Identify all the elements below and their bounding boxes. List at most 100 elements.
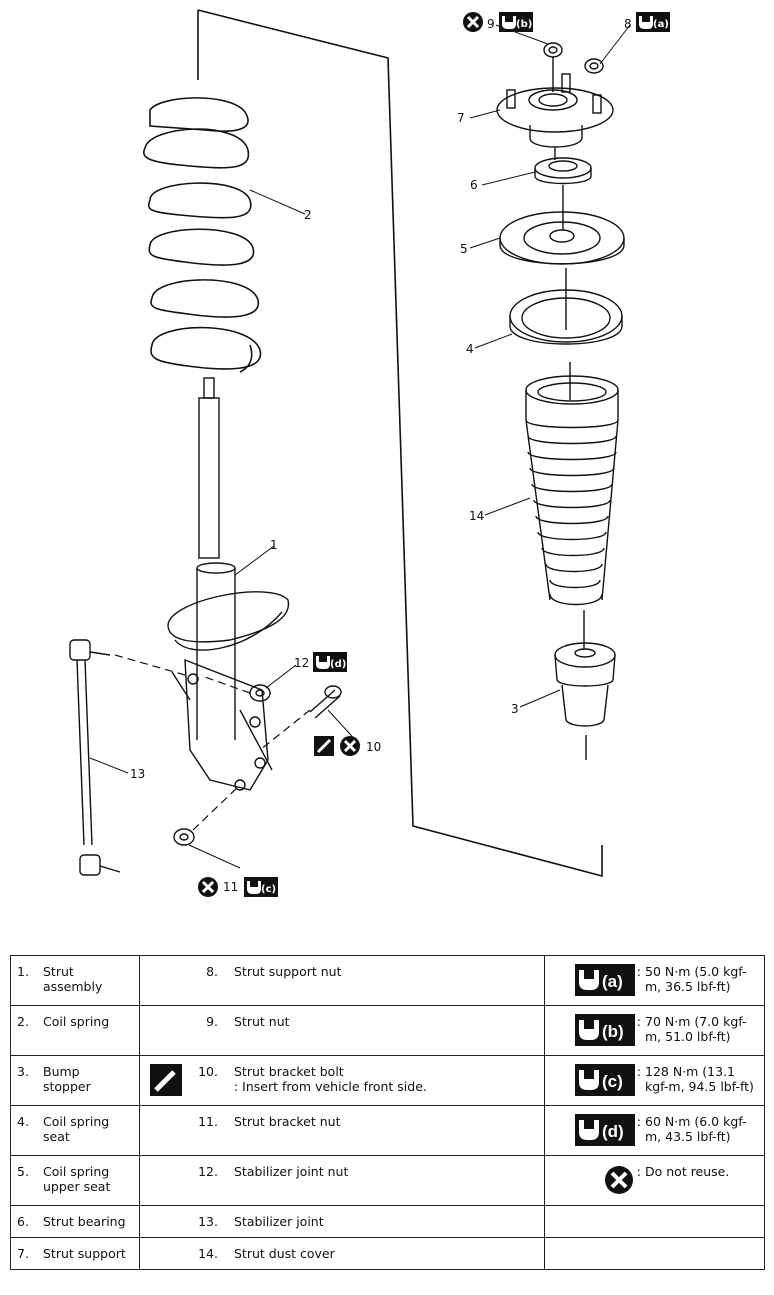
no-reuse-icon [604, 1166, 633, 1194]
no-reuse-icon [196, 875, 220, 899]
part-number: 1. [17, 964, 29, 979]
legend-cell: 3. Bump stopper [10, 1055, 140, 1106]
torque-wrench-icon: (d) [574, 1114, 635, 1146]
no-reuse-icon [461, 10, 485, 34]
callout-11: 11 [223, 880, 238, 894]
part-note: : Insert from vehicle front side. [234, 1079, 427, 1094]
legend-cell: 4.Coil spring seat [10, 1105, 140, 1156]
legend-symbol-cell: (d): [544, 1105, 641, 1156]
callout-14: 14 [469, 509, 484, 523]
part-name: Strut bracket nut [234, 1114, 341, 1129]
part-number: 3. [17, 1064, 29, 1079]
part-number: 8. [206, 964, 218, 979]
part-name: Coil spring [43, 1014, 110, 1029]
legend-spec-cell: 128 N·m (13.1 kgf-m, 94.5 lbf-ft) [641, 1055, 765, 1106]
torque-mark-b: (b) [516, 19, 532, 30]
colon: : [636, 1164, 641, 1179]
legend-cell: 12. Stabilizer joint nut [139, 1155, 545, 1206]
svg-text:(d): (d) [602, 1122, 624, 1141]
part-number: 2. [17, 1014, 29, 1029]
part-name: Bump stopper [43, 1064, 91, 1094]
legend-cell: 6. Strut bearing [10, 1205, 140, 1238]
part-number: 11. [198, 1114, 218, 1129]
part-number: 14. [198, 1246, 218, 1261]
callout-5: 5 [460, 242, 468, 256]
callout-6: 6 [470, 178, 478, 192]
legend-spec-cell: 60 N·m (6.0 kgf-m, 43.5 lbf-ft) [641, 1105, 765, 1156]
legend-cell: 10.Strut bracket bolt: Insert from vehic… [139, 1055, 545, 1106]
legend-cell: 1. Strut assembly [10, 955, 140, 1006]
legend-cell: 7. Strut support [10, 1237, 140, 1270]
stabilizer-joint [69, 639, 121, 876]
legend-spec-cell [641, 1205, 765, 1238]
part-number: 9. [206, 1014, 218, 1029]
part-name: Strut bracket bolt [234, 1064, 344, 1079]
torque-spec: 70 N·m (7.0 kgf-m, 51.0 lbf-ft) [645, 1014, 747, 1044]
torque-mark-d: (d) [330, 659, 346, 670]
strut-nut [543, 42, 563, 92]
callout-12: 12 [294, 656, 309, 670]
legend-row: 4.Coil spring seat 11. Strut bracket nut (d… [10, 1105, 765, 1156]
callout-3: 3 [511, 702, 519, 716]
legend-symbol-cell [544, 1237, 641, 1270]
apply-grease-icon [314, 736, 334, 756]
torque-mark-a: (a) [653, 19, 669, 30]
assembly-outline [197, 9, 603, 878]
legend-cell: 5.Coil spring upper seat [10, 1155, 140, 1206]
legend-spec-cell: 70 N·m (7.0 kgf-m, 51.0 lbf-ft) [641, 1005, 765, 1056]
colon: : [636, 1014, 641, 1029]
part-number: 4. [17, 1114, 29, 1129]
part-name: Strut bearing [43, 1214, 126, 1229]
legend-symbol-cell: (c): [544, 1055, 641, 1106]
callout-4: 4 [466, 342, 474, 356]
strut-bracket-bolt [309, 685, 342, 719]
part-name: Strut dust cover [234, 1246, 335, 1261]
callout-1: 1 [270, 538, 278, 552]
callout-10: 10 [366, 740, 381, 754]
coil-spring-seat [509, 289, 623, 400]
legend-row: 2. Coil spring 9. Strut nut (b):70 N·m (7.0 … [10, 1005, 765, 1056]
part-name: Stabilizer joint [234, 1214, 324, 1229]
legend-row: 5.Coil spring upper seat 12. Stabilizer jo… [10, 1155, 765, 1206]
part-number: 12. [198, 1164, 218, 1179]
torque-spec: 60 N·m (6.0 kgf-m, 43.5 lbf-ft) [645, 1114, 747, 1144]
legend-spec-cell: Do not reuse. [641, 1155, 765, 1206]
colon: : [636, 1114, 641, 1129]
torque-spec: 50 N·m (5.0 kgf-m, 36.5 lbf-ft) [645, 964, 747, 994]
strut-bracket-nut [173, 828, 195, 846]
part-number: 7. [17, 1246, 29, 1261]
svg-text:(c): (c) [602, 1072, 623, 1091]
legend-row: 1. Strut assembly 8. Strut support nut (a):5… [10, 955, 765, 1006]
callout-13: 13 [130, 767, 145, 781]
no-reuse-note: Do not reuse. [645, 1164, 730, 1179]
part-name: Strut support nut [234, 964, 342, 979]
part-name: Strut nut [234, 1014, 290, 1029]
legend-cell: 14. Strut dust cover [139, 1237, 545, 1270]
strut-support [496, 73, 614, 160]
callout-2: 2 [304, 208, 312, 222]
stabilizer-joint-nut [249, 684, 271, 702]
part-name: Stabilizer joint nut [234, 1164, 349, 1179]
legend-symbol-cell [544, 1205, 641, 1238]
legend-spec-cell: 50 N·m (5.0 kgf-m, 36.5 lbf-ft) [641, 955, 765, 1006]
legend-row: 7. Strut support 14. Strut dust cover [10, 1237, 765, 1270]
svg-text:(b): (b) [602, 1022, 624, 1041]
legend-cell: 2. Coil spring [10, 1005, 140, 1056]
apply-grease-icon [150, 1064, 182, 1096]
part-name: Strut support [43, 1246, 126, 1261]
coil-spring-upper-seat [499, 211, 625, 330]
part-name: Strut assembly [43, 964, 103, 994]
no-reuse-icon [338, 734, 362, 758]
callout-8: 8 [624, 17, 632, 31]
torque-wrench-icon: (c) [574, 1064, 635, 1096]
legend-symbol-cell: (b): [544, 1005, 641, 1056]
torque-wrench-icon: (a) [574, 964, 635, 996]
legend-cell: 11. Strut bracket nut [139, 1105, 545, 1156]
torque-wrench-icon: (b) [574, 1014, 635, 1046]
coil-spring [143, 97, 262, 373]
part-number: 6. [17, 1214, 29, 1229]
legend-symbol-cell: (a): [544, 955, 641, 1006]
strut-dust-cover [525, 375, 619, 650]
